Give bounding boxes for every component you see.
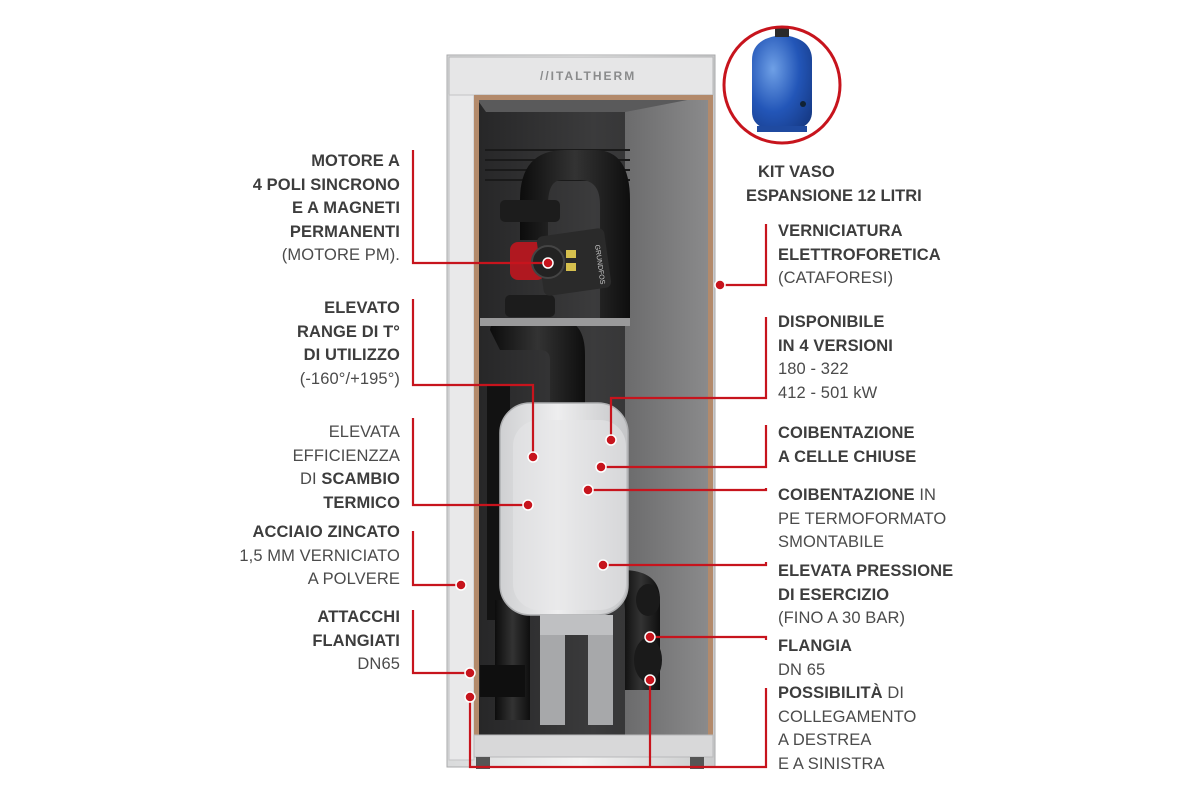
label-line: (-160°/+195°) [299, 369, 400, 388]
label-pe-insulation: COIBENTAZIONE IN PE TERMOFORMATO SMONTAB… [778, 484, 946, 555]
label-line: FLANGIA [778, 637, 853, 655]
label-line: ELEVATO [324, 299, 400, 317]
label-line: ELEVATA PRESSIONE [778, 562, 954, 580]
label-line: COLLEGAMENTO [778, 707, 917, 726]
label-line: DI [299, 470, 322, 488]
expansion-vessel [724, 27, 840, 143]
label-line: FLANGIATI [312, 631, 400, 650]
kit-label-line: ESPANSIONE 12 LITRI [746, 186, 922, 205]
kit-label-line: KIT VASO [758, 163, 835, 181]
label-line: 4 POLI SINCRONO [252, 175, 400, 194]
label-efficiency: ELEVATA EFFICIENZZA DI SCAMBIO TERMICO [293, 421, 400, 515]
label-line: ATTACCHI [317, 608, 400, 626]
label-line: COIBENTAZIONE [778, 424, 915, 442]
label-line: ACCIAIO ZINCATO [252, 523, 400, 541]
svg-text://ITALTHERM: //ITALTHERM [540, 69, 636, 83]
label-flanges: ATTACCHI FLANGIATI DN65 [312, 606, 400, 677]
label-line: DISPONIBILE [778, 313, 885, 331]
callout-dots [455, 257, 726, 703]
label-line: PERMANENTI [289, 222, 400, 241]
label-line: POSSIBILITÀ [778, 684, 883, 702]
label-line: E A MAGNETI [291, 199, 400, 217]
label-connection: POSSIBILITÀ DI COLLEGAMENTO A DESTREA E … [778, 682, 916, 776]
label-line: 1,5 MM VERNICIATO [239, 546, 400, 565]
label-line: ELETTROFORETICA [778, 245, 941, 264]
label-line: EFFICIENZZA [292, 446, 400, 465]
label-line: (FINO A 30 BAR) [778, 609, 906, 627]
label-versions: DISPONIBILE IN 4 VERSIONI 180 - 322 412 … [778, 311, 893, 405]
callout-lines [411, 150, 768, 769]
label-line: DI [882, 684, 905, 702]
label-line: DI ESERCIZIO [778, 585, 890, 604]
label-line: DI UTILIZZO [303, 346, 400, 364]
label-line: ELEVATA [328, 423, 400, 441]
label-line: TERMICO [323, 493, 400, 512]
label-line: COIBENTAZIONE [778, 486, 915, 504]
label-line: 412 - 501 kW [778, 383, 878, 402]
label-closed-cell: COIBENTAZIONE A CELLE CHIUSE [778, 422, 916, 469]
bracket [480, 318, 630, 326]
label-line: IN [914, 486, 937, 504]
label-line: E A SINISTRA [778, 754, 885, 773]
label-line: MOTORE A [311, 152, 400, 170]
label-line: A DESTREA [778, 731, 872, 749]
label-line: SMONTABILE [778, 533, 885, 551]
label-paint: VERNICIATURA ELETTROFORETICA (CATAFORESI… [778, 220, 941, 291]
label-motor: MOTORE A 4 POLI SINCRONO E A MAGNETI PER… [253, 150, 400, 268]
label-line: DN65 [357, 655, 400, 673]
label-line: (MOTORE PM). [281, 246, 400, 264]
label-steel: ACCIAIO ZINCATO 1,5 MM VERNICIATO A POLV… [239, 521, 400, 592]
label-temperature-range: ELEVATO RANGE DI T° DI UTILIZZO (-160°/+… [297, 297, 400, 391]
label-line: DN 65 [778, 660, 826, 679]
label-line: 180 - 322 [778, 360, 849, 378]
label-line: PE TERMOFORMATO [778, 509, 947, 528]
label-flangia: FLANGIA DN 65 [778, 635, 852, 682]
label-line: IN 4 VERSIONI [778, 336, 893, 355]
label-pressure: ELEVATA PRESSIONE DI ESERCIZIO (FINO A 3… [778, 560, 953, 631]
kit-label: KIT VASO ESPANSIONE 12 LITRI [746, 161, 922, 208]
label-line: (CATAFORESI) [778, 269, 894, 287]
label-line: A CELLE CHIUSE [778, 447, 917, 466]
label-line: VERNICIATURA [778, 222, 903, 240]
label-line: A POLVERE [307, 570, 400, 588]
label-line: RANGE DI T° [296, 322, 400, 341]
label-line: SCAMBIO [321, 470, 400, 488]
kit-badge-ring [722, 25, 842, 145]
